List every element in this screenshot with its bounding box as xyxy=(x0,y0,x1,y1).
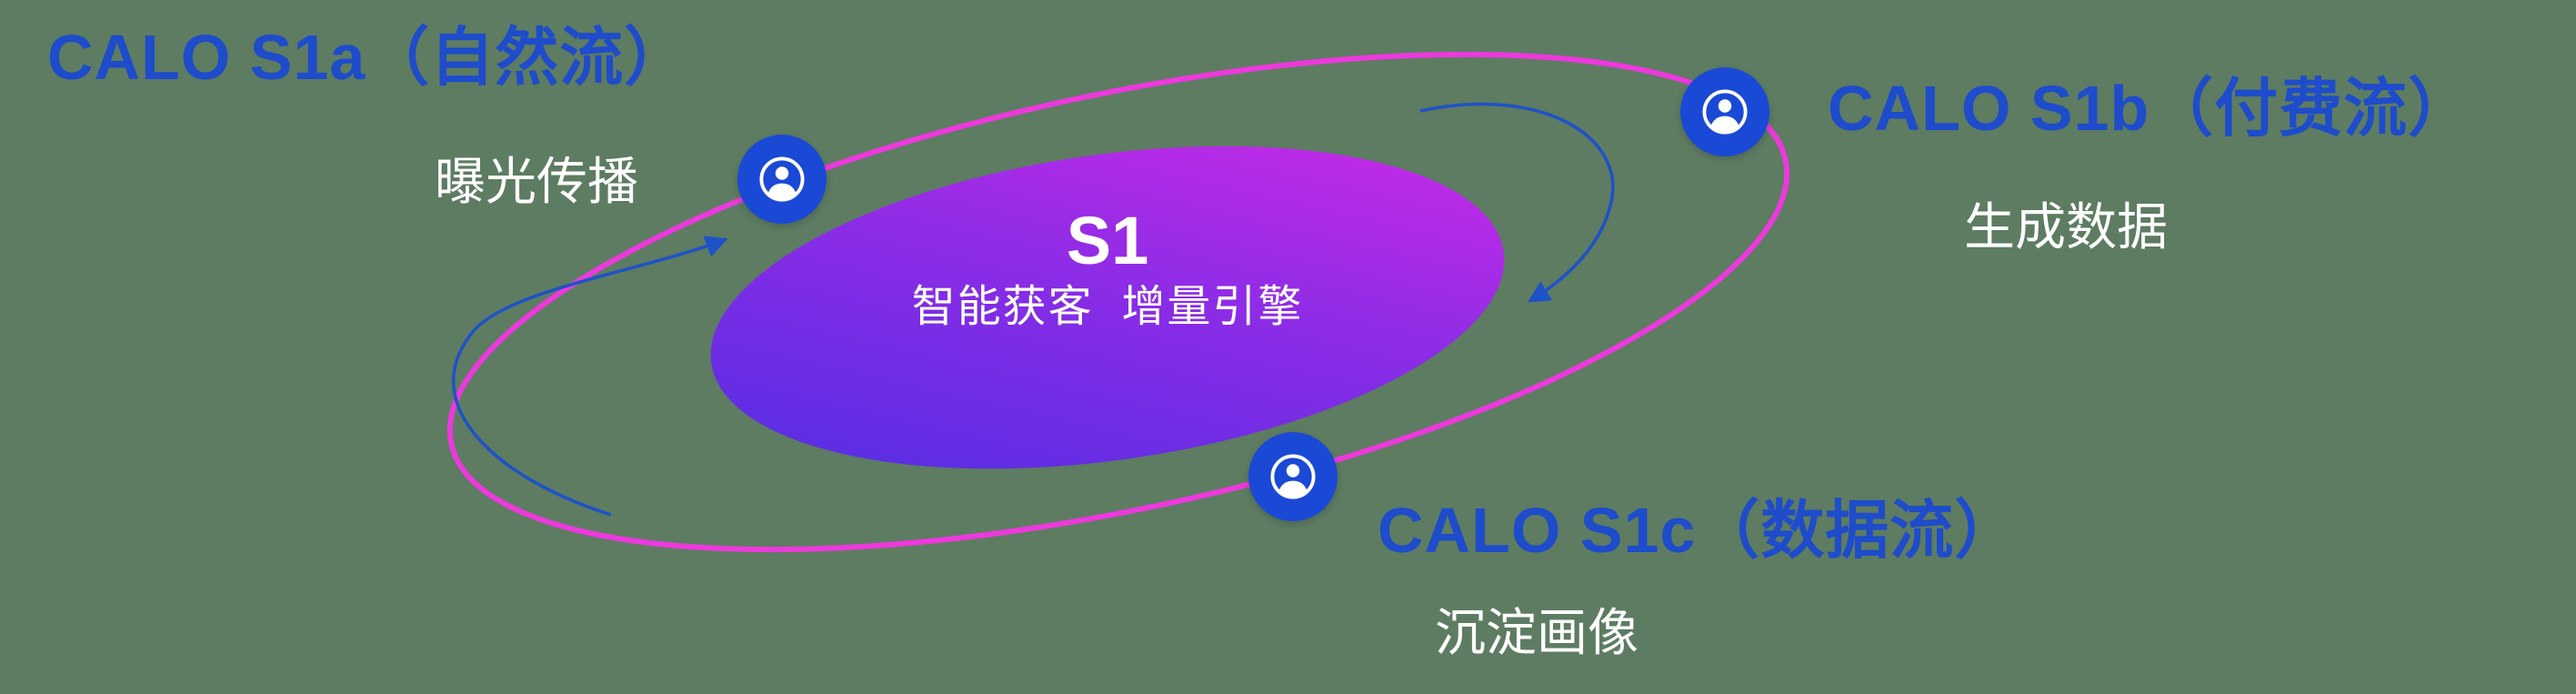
node-s1a xyxy=(737,135,827,224)
label-s1c-title: CALO S1c（数据流） xyxy=(1378,495,2020,566)
label-s1b-title: CALO S1b（付费流） xyxy=(1828,73,2473,144)
label-s1a-title: CALO S1a（自然流） xyxy=(47,22,689,93)
user-icon xyxy=(759,156,805,202)
user-icon xyxy=(1702,89,1748,135)
label-s1c-subtitle: 沉淀画像 xyxy=(1435,604,1639,661)
arrow-right-down xyxy=(1419,102,1615,303)
node-s1b xyxy=(1680,67,1769,156)
label-s1b-subtitle: 生成数据 xyxy=(1964,198,2168,256)
user-icon xyxy=(1270,454,1316,499)
node-s1c xyxy=(1248,432,1338,521)
label-s1a-subtitle: 曝光传播 xyxy=(435,153,638,210)
core-ellipse xyxy=(710,146,1505,469)
arrow-left-up xyxy=(451,236,728,517)
orbit-ring xyxy=(446,51,1790,553)
